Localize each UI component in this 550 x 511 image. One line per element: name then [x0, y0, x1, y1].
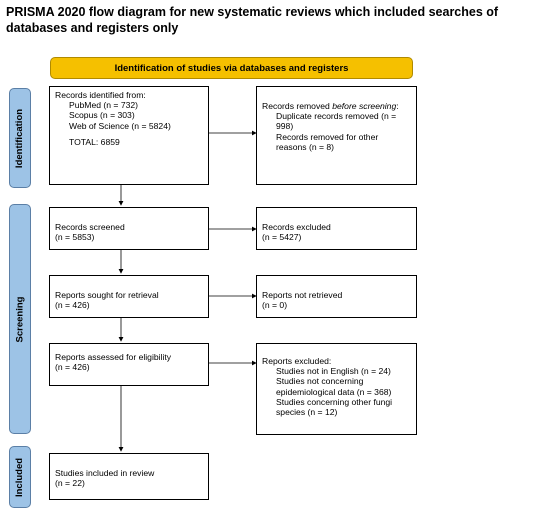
- records-removed-box: Records removed before screening: Duplic…: [256, 86, 417, 185]
- reports-not-retrieved-n: (n = 0): [262, 300, 288, 311]
- records-identified-heading: Records identified from:: [55, 90, 146, 100]
- identification-banner: Identification of studies via databases …: [50, 57, 413, 79]
- records-screened-box: Records screened (n = 5853): [49, 207, 209, 250]
- reports-assessed-box: Reports assessed for eligibility (n = 42…: [49, 343, 209, 386]
- phase-included: Included: [9, 446, 31, 508]
- wos-count: Web of Science (n = 5824): [69, 120, 171, 131]
- reports-sought-label: Reports sought for retrieval: [55, 290, 159, 300]
- excluded-other-fungi: Studies concerning other fungi species (…: [276, 396, 393, 418]
- total-count: TOTAL: 6859: [69, 136, 120, 147]
- reports-sought-n: (n = 426): [55, 300, 90, 311]
- reports-not-retrieved-box: Reports not retrieved (n = 0): [256, 275, 417, 318]
- reports-sought-box: Reports sought for retrieval (n = 426): [49, 275, 209, 318]
- records-screened-label: Records screened: [55, 222, 125, 232]
- records-removed-heading-italic: before screening: [332, 101, 397, 111]
- other-removed: Records removed for other reasons (n = 8…: [276, 131, 379, 152]
- records-excluded-n: (n = 5427): [262, 232, 302, 243]
- records-screened-n: (n = 5853): [55, 232, 95, 243]
- records-removed-heading: Records removed before screening:: [262, 101, 411, 111]
- excluded-not-epidemiological: Studies not concerning epidemiological d…: [276, 376, 392, 397]
- duplicates-removed: Duplicate records removed (n = 998): [276, 111, 397, 132]
- pubmed-count: PubMed (n = 732): [69, 100, 139, 111]
- diagram-title: PRISMA 2020 flow diagram for new systema…: [6, 5, 499, 35]
- records-removed-heading-suffix: :: [396, 101, 399, 111]
- reports-assessed-n: (n = 426): [55, 362, 90, 373]
- records-excluded-box: Records excluded (n = 5427): [256, 207, 417, 250]
- studies-included-n: (n = 22): [55, 478, 85, 489]
- reports-excluded-heading: Reports excluded:: [262, 356, 332, 366]
- scopus-count: Scopus (n = 303): [69, 110, 135, 121]
- phase-identification: Identification: [9, 88, 31, 188]
- excluded-not-english: Studies not in English (n = 24): [276, 366, 391, 377]
- reports-excluded-box: Reports excluded: Studies not in English…: [256, 343, 417, 435]
- records-removed-heading-prefix: Records removed: [262, 101, 333, 111]
- records-excluded-label: Records excluded: [262, 222, 331, 232]
- studies-included-label: Studies included in review: [55, 468, 155, 478]
- studies-included-box: Studies included in review (n = 22): [49, 453, 209, 500]
- records-identified-box: Records identified from: PubMed (n = 732…: [49, 86, 209, 185]
- phase-screening: Screening: [9, 204, 31, 434]
- reports-assessed-label: Reports assessed for eligibility: [55, 352, 172, 362]
- reports-not-retrieved-label: Reports not retrieved: [262, 290, 343, 300]
